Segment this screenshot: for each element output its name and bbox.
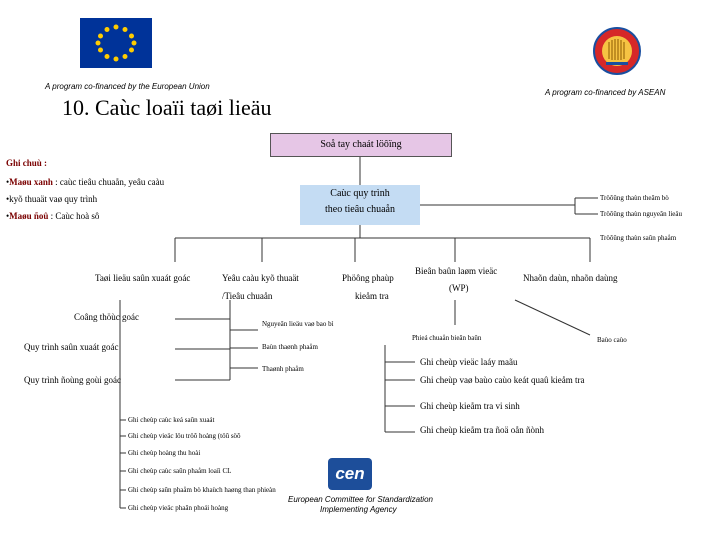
record-4: Ghi cheùp caùc saûn phaåm loaïi CL — [128, 467, 232, 475]
asean-caption: A program co-financed by ASEAN — [545, 88, 666, 97]
record-3: Ghi cheùp hoàng thu hoài — [128, 449, 201, 457]
b1-child-1: Coâng thöùc goác — [74, 312, 139, 322]
cen-logo-text: cen — [335, 464, 365, 483]
cen-caption-1: European Committee for Standardization — [288, 495, 433, 504]
legend-text-1: : caùc tieâu chuaån, yeâu caàu — [55, 177, 165, 187]
record-2: Ghi cheùp vieäc löu tröõ hoàng (töû söõ — [128, 432, 241, 440]
legend-title: Ghi chuù : — [6, 158, 48, 168]
legend-line-1: •Maøu xanh : caùc tieâu chuaån, yeâu caà… — [6, 177, 165, 187]
b4-record-1: Ghi cheùp vieäc laáy maãu — [420, 357, 518, 367]
b4-standard: Phieá chuaån bieân baûn — [412, 334, 482, 342]
b1-child-2: Quy trình saûn xuaát goác — [24, 342, 119, 352]
branch-work-record-1: Bieân baûn laøm vieäc — [415, 266, 498, 276]
b2-child-3: Thaønh phaåm — [262, 365, 304, 373]
branch-specifications-1: Yeâu caàu kyõ thuaät — [222, 273, 299, 283]
branch-test-methods-2: kieåm tra — [355, 291, 389, 301]
center-box-line-1: Caùc quy trình — [330, 188, 390, 199]
b2-child-1: Nguyeân lieäu vaø bao bì — [262, 320, 334, 328]
center-box: Caùc quy trình theo tieâu chuaån — [300, 185, 420, 225]
branch-work-record-2: (WP) — [449, 283, 469, 293]
b4-record-2: Ghi cheùp vaø baùo caùo keát quaû kieåm … — [420, 375, 585, 385]
legend-line-3: •Maøu ñoû : Caùc hoà sô — [6, 211, 100, 221]
legend-label-blue: Maøu xanh — [9, 177, 53, 187]
legend-text-2: kyõ thuaät vaø quy trình — [9, 194, 98, 204]
legend-label-red: Maøu ñoû — [9, 211, 49, 221]
eu-caption: A program co-financed by the European Un… — [45, 82, 210, 91]
branch-production-docs: Taøi lieäu saûn xuaát goác — [95, 273, 191, 283]
eu-flag-logo — [80, 18, 152, 68]
branch-test-methods-1: Phöông phaùp — [342, 273, 394, 283]
center-box-line-2: theo tieâu chuaån — [325, 204, 395, 215]
branch-labels: Nhaõn daùn, nhaõn daùng — [523, 273, 618, 283]
record-5: Ghi cheùp saûn phaåm bò khaùch haøng tha… — [128, 486, 276, 494]
page-title: 10. Caùc loaïi taøi lieäu — [62, 95, 272, 120]
b1-child-3: Quy trình ñoùng goùi goác — [24, 375, 121, 385]
record-1: Ghi cheùp caùc keá saûn xuaát — [128, 416, 215, 424]
branch-specifications-2: /Tieâu chuaån — [222, 291, 273, 301]
cen-logo: cen — [328, 458, 372, 490]
b4-record-4: Ghi cheùp kieåm tra ñoä oån ñònh — [420, 425, 544, 435]
legend-text-3: : Caùc hoà sô — [50, 211, 100, 221]
b4-report: Baùo caùo — [597, 336, 627, 344]
right-item-2: Tröôûng thaùn nguyeân lieäu — [600, 210, 682, 218]
asean-logo — [593, 27, 641, 75]
right-item-3: Tröôûng thaùn saûn phaåm — [600, 234, 677, 242]
b2-child-2: Baùn thaønh phaåm — [262, 343, 318, 351]
root-box: Soå tay chaát löôïng — [270, 133, 452, 157]
legend-line-2: •kyõ thuaät vaø quy trình — [6, 194, 98, 204]
right-item-1: Tröôûng thaùn theâm bò — [600, 194, 669, 202]
b4-record-3: Ghi cheùp kieåm tra vi sinh — [420, 401, 520, 411]
cen-caption-2: Implementing Agency — [320, 505, 397, 514]
record-6: Ghi cheùp vieäc phaân phoái hoàng — [128, 504, 229, 512]
